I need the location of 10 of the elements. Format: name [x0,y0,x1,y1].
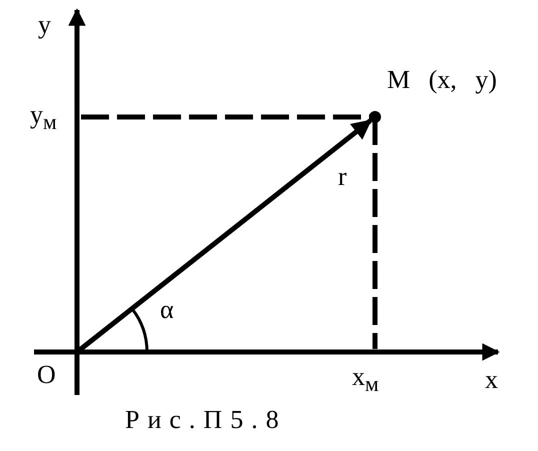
axis-label: x [485,365,498,395]
tick-label: x$_{м}$ [352,362,379,398]
axis-label: y [38,10,51,40]
point-dot [369,111,381,123]
angle-label: α [160,295,174,325]
tick-label: y$_{м}$ [30,100,57,136]
vector-label: r [338,162,347,192]
point-label: M (x, y) [387,65,497,95]
origin-label: O [37,360,56,390]
figure-caption: Рис.П5.8 [125,405,287,435]
